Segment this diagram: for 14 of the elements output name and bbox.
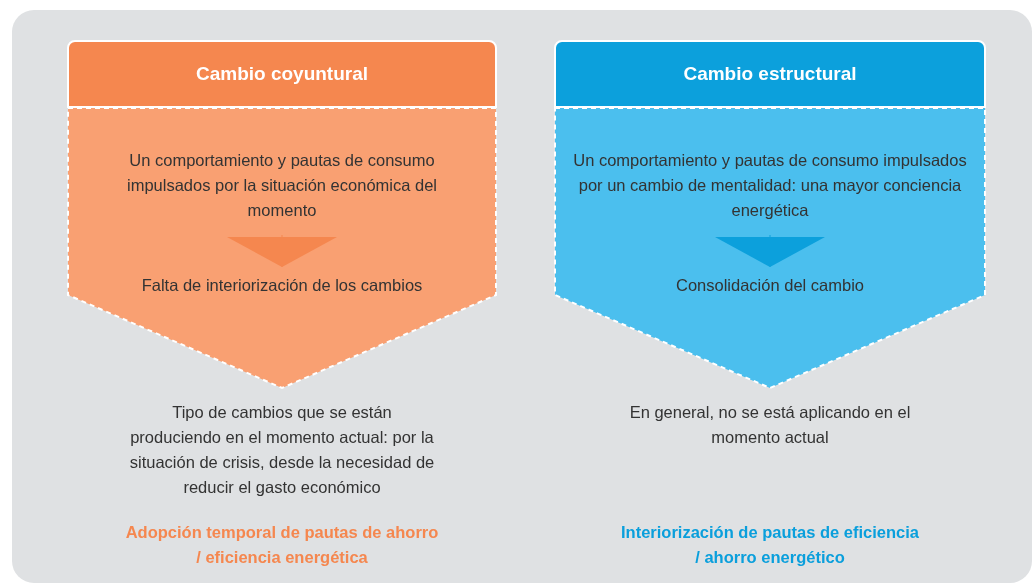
conclusion-text: Adopción temporal de pautas de ahorro / eficiencia energética: [124, 522, 440, 568]
triangle-arrow: [715, 234, 825, 268]
node-text: Falta de interiorización de los cambios: [87, 267, 477, 303]
description-text: Tipo de cambios que se están produciendo en el momento actual: por la situación de crisis, desde la necesidad de reducir el gasto económico: [128, 402, 436, 498]
column-heading: Cambio estructural: [554, 40, 986, 108]
node-text: Un comportamiento y pautas de consumo impulsados por un cambio de mentalidad: una mayor conciencia energética: [570, 135, 970, 235]
chevron-panel: [554, 107, 986, 390]
column-heading: Cambio coyuntural: [67, 40, 497, 108]
description-text: En general, no se está aplicando en el momento actual: [628, 402, 912, 448]
chevron-panel: [67, 107, 497, 390]
triangle-arrow: [227, 234, 337, 268]
conclusion-text: Interiorización de pautas de eficiencia / ahorro energético: [620, 522, 920, 568]
node-text: Un comportamiento y pautas de consumo impulsados por la situación económica del momento: [127, 135, 437, 235]
node-text: Consolidación del cambio: [574, 267, 966, 303]
